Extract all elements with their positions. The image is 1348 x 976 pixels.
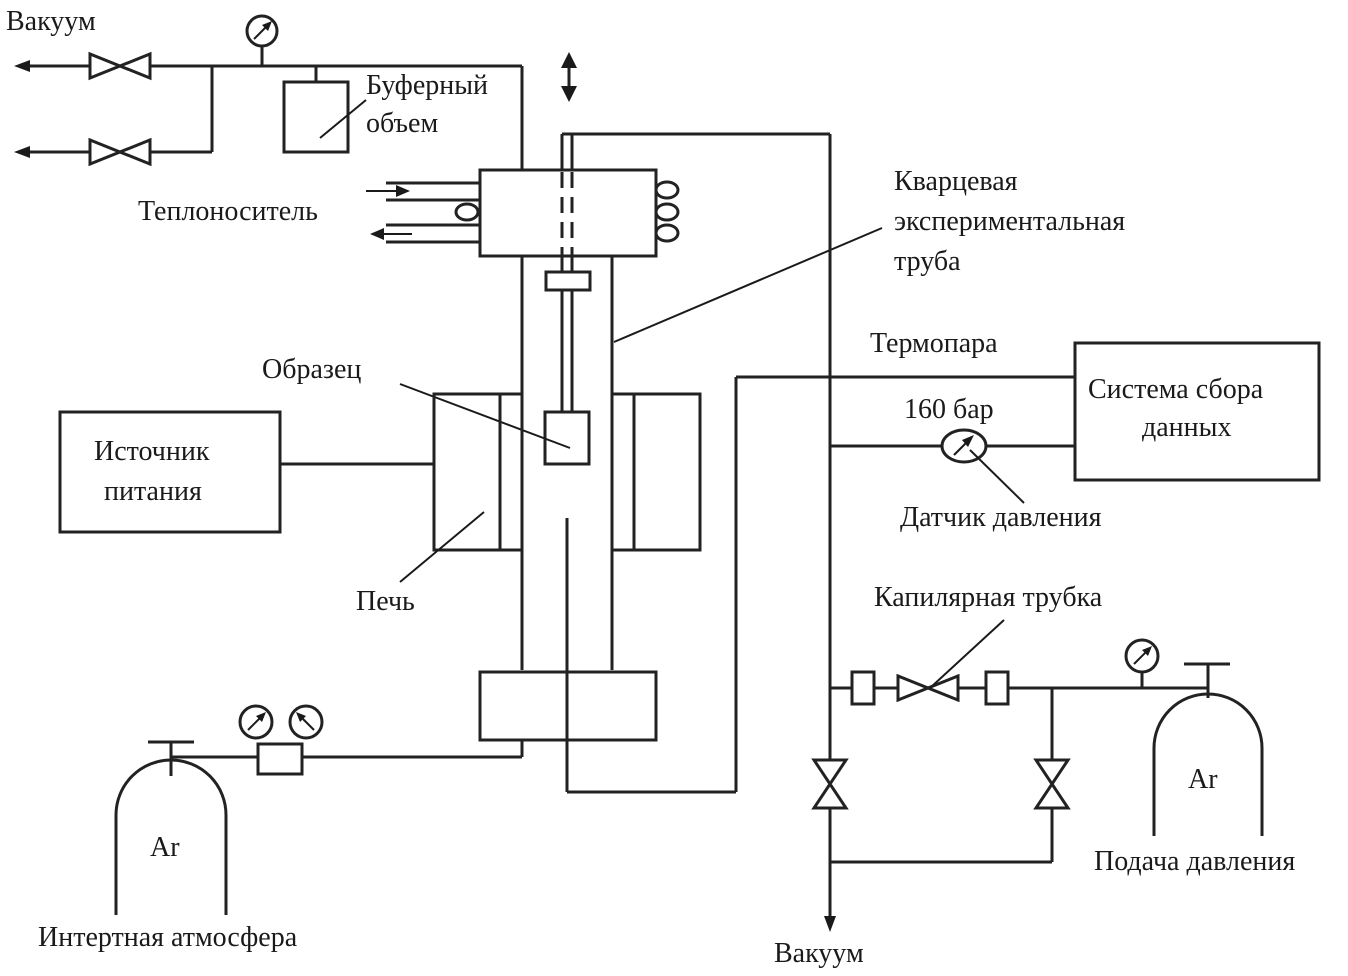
vacuum-out-arrow-upper	[14, 60, 30, 72]
label-buffer-volume-2: объем	[366, 108, 438, 139]
label-pressure-value: 160 бар	[904, 394, 994, 425]
dual-regulator	[171, 704, 522, 776]
label-heat-carrier: Теплоноситель	[138, 196, 318, 227]
pressure-sensor	[830, 428, 1075, 504]
label-power-source-1: Источник	[94, 436, 210, 467]
vertical-motion-arrow-icon	[561, 52, 577, 102]
vacuum-valve-lower[interactable]	[88, 137, 152, 167]
coil-icon	[654, 223, 680, 243]
vacuum-out-arrow-lower	[14, 146, 30, 158]
argon-cylinder-left	[114, 740, 228, 915]
label-furnace: Печь	[356, 586, 415, 617]
heat-carrier-out-arrow-icon	[370, 228, 412, 240]
vacuum-valve-bottom-left[interactable]	[811, 758, 849, 810]
label-argon-left: Ar	[150, 832, 180, 863]
heat-carrier-in-arrow-icon	[366, 185, 410, 197]
sample-holder	[399, 383, 591, 466]
label-quartz-tube-2: экспериментальная	[894, 206, 1125, 237]
vacuum-out-arrow-bottom	[824, 916, 836, 932]
gauge-icon	[238, 704, 274, 740]
sample-rod	[544, 132, 830, 412]
label-quartz-tube-3: труба	[894, 246, 961, 277]
argon-cylinder-right	[1152, 662, 1264, 836]
label-buffer-volume-1: Буферный	[366, 70, 488, 101]
label-sample: Образец	[262, 354, 361, 385]
power-source	[58, 410, 434, 534]
capillary-valve[interactable]	[896, 673, 960, 703]
top-pressure-gauge	[245, 14, 279, 66]
cooling-head	[386, 168, 680, 258]
vacuum-manifold	[14, 14, 524, 170]
coil-icon	[654, 180, 680, 200]
label-pressure-sensor: Датчик давления	[900, 502, 1102, 533]
bottom-flange	[478, 375, 1075, 794]
label-vacuum-bottom: Вакуум	[774, 938, 864, 969]
vacuum-valve-upper[interactable]	[88, 51, 152, 81]
label-daq-2: данных	[1142, 412, 1231, 443]
vacuum-valve-bottom-right[interactable]	[1033, 758, 1071, 810]
furnace	[399, 392, 702, 583]
label-pressure-supply: Подача давления	[1094, 846, 1295, 877]
label-power-source-2: питания	[104, 476, 202, 507]
coil-icon	[654, 202, 680, 222]
quartz-tube	[520, 227, 883, 670]
label-vacuum-top: Вакуум	[6, 6, 96, 37]
daq-system	[1073, 341, 1321, 482]
label-capillary-tube: Капилярная трубка	[874, 582, 1103, 613]
buffer-volume	[282, 66, 367, 154]
label-quartz-tube-1: Кварцевая	[894, 166, 1018, 197]
supply-pressure-gauge	[1124, 638, 1160, 688]
capillary-line	[830, 619, 1208, 706]
gauge-icon	[288, 704, 324, 740]
label-argon-right: Ar	[1188, 764, 1218, 795]
label-daq-1: Система сбора	[1088, 374, 1264, 405]
label-inert-atmosphere: Интертная атмосфера	[38, 922, 298, 953]
label-thermocouple: Термопара	[870, 328, 998, 359]
